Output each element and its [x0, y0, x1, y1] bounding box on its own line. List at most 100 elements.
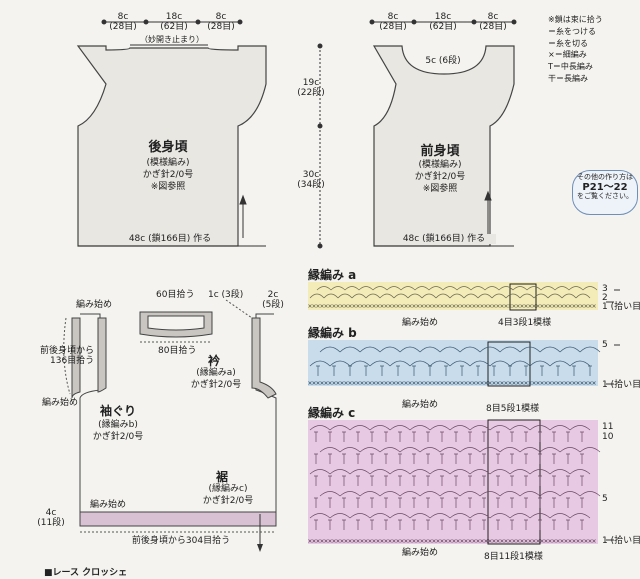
- stitch-scallop: [409, 360, 431, 367]
- back-side-lower: 30c(34段): [297, 170, 325, 191]
- stitch-cross: [332, 304, 336, 308]
- stitch-post: [538, 431, 542, 442]
- stitch-scallop: [449, 425, 471, 431]
- edging-a-row-top: 3: [602, 284, 608, 294]
- stitch-scallop: [429, 360, 451, 367]
- stitch-cross: [404, 539, 408, 543]
- stitch-cross: [460, 304, 464, 308]
- stitch-post: [510, 453, 514, 464]
- front-hook: かぎ針2/0号: [414, 172, 466, 182]
- legend-item: ＝糸を切る: [548, 38, 588, 48]
- stitch-post: [314, 431, 318, 442]
- stitch-cross: [592, 539, 596, 543]
- stitch-scallop: [329, 425, 351, 431]
- stitch-cross: [464, 304, 468, 308]
- stitch-cross: [396, 304, 400, 308]
- stitch-scallop: [529, 425, 551, 431]
- stitch-cross: [496, 381, 500, 385]
- stitch-scallop: [549, 425, 571, 431]
- stitch-cross: [408, 539, 412, 543]
- stitch-post: [492, 365, 496, 376]
- front-title: 前身頃: [420, 144, 460, 159]
- stitch-cross: [500, 539, 504, 543]
- stitch-cross: [580, 304, 584, 308]
- stitch-post: [384, 453, 388, 464]
- stitch-post: [426, 431, 430, 442]
- stitch-cross: [480, 539, 484, 543]
- stitch-cross: [556, 304, 560, 308]
- stitch-scallop: [421, 293, 437, 299]
- front-top-dimension: [369, 19, 517, 25]
- stitch-cross: [532, 539, 536, 543]
- front-dim-mid: 18c(62目): [429, 12, 457, 33]
- stitch-post: [356, 475, 360, 486]
- stitch-scallop: [419, 447, 441, 453]
- stitch-scallop: [459, 346, 481, 353]
- stitch-post: [556, 365, 560, 376]
- stitch-cross: [572, 381, 576, 385]
- stitch-cross: [352, 539, 356, 543]
- stitch-cross: [372, 381, 376, 385]
- stitch-scallop: [479, 491, 501, 497]
- back-side-dimension: [317, 43, 323, 249]
- front-pattern: (模様編み): [418, 160, 462, 170]
- front-dim-right: 8c(28目): [479, 12, 507, 33]
- stitch-cross: [452, 304, 456, 308]
- edging-a-repeat-box: [509, 283, 537, 311]
- left-armhole-band: [71, 317, 81, 399]
- stitch-cross: [480, 381, 484, 385]
- stitch-post: [314, 497, 318, 508]
- assembly-armhole: 袖ぐり: [100, 404, 137, 418]
- stitch-post: [566, 519, 570, 530]
- stitch-cross: [476, 539, 480, 543]
- stitch-cross: [412, 539, 416, 543]
- stitch-post: [342, 475, 346, 486]
- assembly-start-top: 編み始め: [76, 300, 113, 310]
- stitch-post: [566, 431, 570, 442]
- stitch-cross: [384, 304, 388, 308]
- stitch-post: [332, 365, 336, 376]
- stitch-cross: [316, 381, 320, 385]
- front-ref: ※図参照: [422, 184, 458, 194]
- stitch-scallop: [409, 425, 431, 431]
- stitch-scallop: [579, 491, 601, 497]
- stitch-cross: [428, 539, 432, 543]
- stitch-post: [440, 519, 444, 530]
- stitch-scallop: [498, 286, 514, 291]
- stitch-post: [552, 453, 556, 464]
- assembly-neck-dim: 1c (3段): [208, 290, 244, 300]
- stitch-cross: [536, 381, 540, 385]
- stitch-post: [426, 519, 430, 530]
- stitch-post: [398, 497, 402, 508]
- stitch-scallop: [449, 293, 465, 299]
- stitch-cross: [528, 539, 532, 543]
- stitch-post: [328, 475, 332, 486]
- stitch-cross: [508, 539, 512, 543]
- stitch-post: [482, 475, 486, 486]
- edging-c-stitches: [308, 425, 601, 543]
- reference-note: その他の作り方は P21〜22 をご覧ください。: [572, 170, 638, 215]
- stitch-post: [328, 497, 332, 508]
- stitch-post: [552, 519, 556, 530]
- stitch-post: [356, 497, 360, 508]
- stitch-scallop: [549, 360, 571, 367]
- stitch-post: [384, 519, 388, 530]
- stitch-cross: [428, 304, 432, 308]
- stitch-cross: [536, 304, 540, 308]
- stitch-post: [356, 431, 360, 442]
- stitch-scallop: [372, 286, 388, 291]
- stitch-cross: [568, 539, 572, 543]
- stitch-cross: [432, 539, 436, 543]
- assembly-hem-dim: 4c(11段): [37, 508, 65, 529]
- stitch-cross: [320, 304, 324, 308]
- stitch-scallop: [409, 513, 431, 519]
- stitch-post: [440, 497, 444, 508]
- stitch-scallop: [339, 346, 361, 353]
- stitch-cross: [420, 539, 424, 543]
- stitch-post: [524, 453, 528, 464]
- stitch-cross: [400, 539, 404, 543]
- stitch-post: [380, 365, 384, 376]
- stitch-scallop: [519, 346, 541, 353]
- edging-b-row-bot: 1 (拾い目): [602, 380, 640, 390]
- stitch-scallop: [319, 346, 341, 353]
